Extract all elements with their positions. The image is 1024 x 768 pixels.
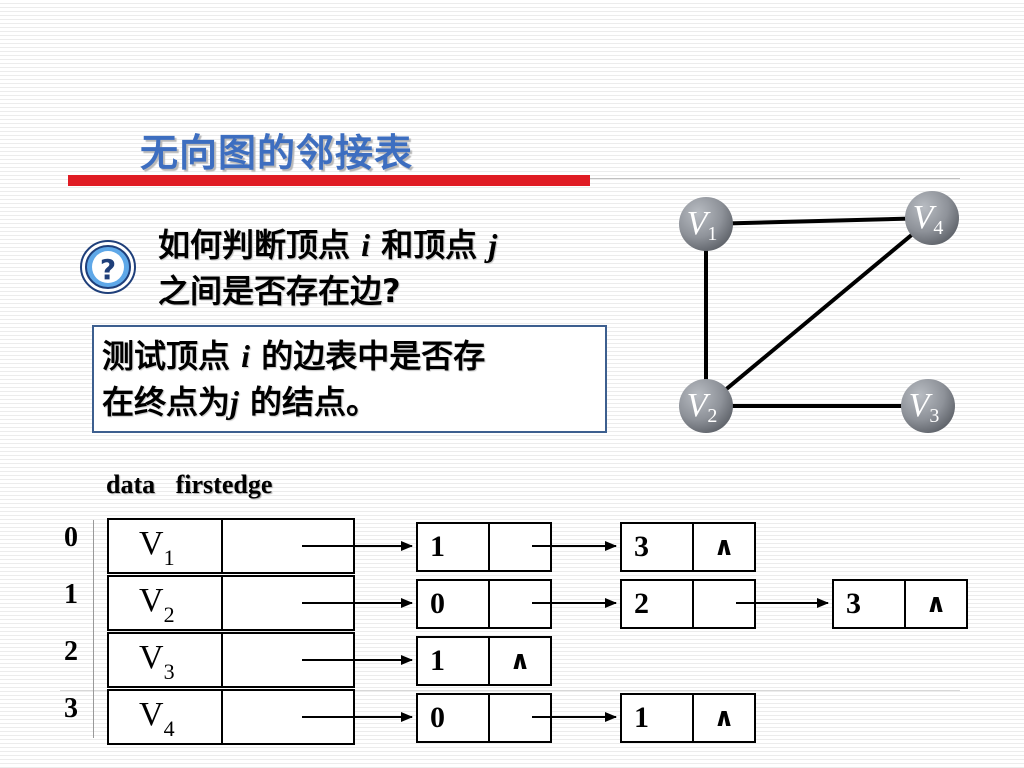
- header-firstedge-label: firstedge: [175, 470, 273, 499]
- vertex-label: V2: [139, 581, 175, 628]
- firstedge-pointer-cell: [221, 518, 355, 574]
- graph-node-v2: V2: [679, 379, 733, 433]
- edge-node-next-cell: [488, 522, 552, 572]
- graph-node-v3: V3: [901, 379, 955, 433]
- edge-node-vertex-cell: 1: [416, 522, 490, 572]
- firstedge-pointer-cell: [221, 632, 355, 688]
- graph-node-v4: V4: [905, 191, 959, 245]
- vertex-data-cell: V1: [107, 518, 223, 574]
- firstedge-pointer-cell: [221, 575, 355, 631]
- var-j: j: [488, 227, 498, 263]
- edge-node-vertex-cell: 2: [620, 579, 694, 629]
- edge-node-next-cell: [692, 579, 756, 629]
- vertex-label: V1: [139, 524, 175, 571]
- answer-line-1: 测试顶点 i 的边表中是否存: [102, 333, 597, 379]
- graph-node-v1: V1: [679, 197, 733, 251]
- vertex-data-cell: V2: [107, 575, 223, 631]
- edge-node-vertex-cell: 0: [416, 693, 490, 743]
- vertex-index-label: 3: [64, 693, 78, 724]
- edge-node-next-cell: [488, 693, 552, 743]
- edge-node-vertex-cell: 1: [620, 693, 694, 743]
- question-text-part: 和顶点: [370, 226, 489, 264]
- answer-text-part: 测试顶点: [102, 337, 242, 375]
- graph-edge-v1-v4: [705, 216, 933, 226]
- footer-divider-line: [60, 690, 960, 691]
- vertex-index-label: 2: [64, 636, 78, 667]
- svg-text:?: ?: [100, 253, 116, 286]
- firstedge-pointer-cell: [221, 689, 355, 745]
- edge-node-vertex-cell: 0: [416, 579, 490, 629]
- answer-text-part: 的结点。: [238, 383, 379, 421]
- header-data-label: data: [106, 470, 156, 499]
- answer-line-2: 在终点为j 的结点。: [102, 379, 597, 425]
- index-separator-line: [93, 520, 94, 738]
- edge-node-vertex-cell: 1: [416, 636, 490, 686]
- null-pointer-cell: ∧: [904, 579, 968, 629]
- question-text-part: 如何判断顶点: [158, 226, 362, 264]
- graph-edges: [704, 216, 934, 408]
- var-j: j: [230, 384, 239, 420]
- edge-node-vertex-cell: 3: [620, 522, 694, 572]
- graph-edge-v2-v4: [704, 216, 934, 408]
- null-pointer-cell: ∧: [692, 522, 756, 572]
- vertex-label: V3: [139, 638, 175, 685]
- vertex-data-cell: V3: [107, 632, 223, 688]
- vertex-data-cell: V4: [107, 689, 223, 745]
- var-i: i: [241, 338, 251, 374]
- slide-title: 无向图的邻接表: [140, 131, 414, 175]
- question-text: 如何判断顶点 i 和顶点 j 之间是否存在边?: [158, 222, 497, 314]
- question-line-2: 之间是否存在边?: [158, 272, 401, 310]
- question-icon: ?: [80, 240, 136, 294]
- var-i: i: [361, 227, 371, 263]
- field-header: data firstedge: [106, 470, 272, 500]
- null-pointer-cell: ∧: [692, 693, 756, 743]
- question-line-1: 如何判断顶点 i 和顶点 j: [158, 222, 497, 268]
- vertex-index-label: 0: [64, 522, 78, 553]
- null-pointer-cell: ∧: [488, 636, 552, 686]
- answer-box: 测试顶点 i 的边表中是否存 在终点为j 的结点。: [92, 325, 607, 433]
- vertex-label: V4: [139, 695, 175, 742]
- title-accent-bar: [68, 175, 590, 186]
- answer-text-part: 的边表中是否存: [250, 337, 486, 375]
- title-divider-line: [590, 178, 960, 179]
- vertex-index-label: 1: [64, 579, 78, 610]
- edge-node-vertex-cell: 3: [832, 579, 906, 629]
- answer-text-part: 在终点为: [102, 383, 231, 421]
- edge-node-next-cell: [488, 579, 552, 629]
